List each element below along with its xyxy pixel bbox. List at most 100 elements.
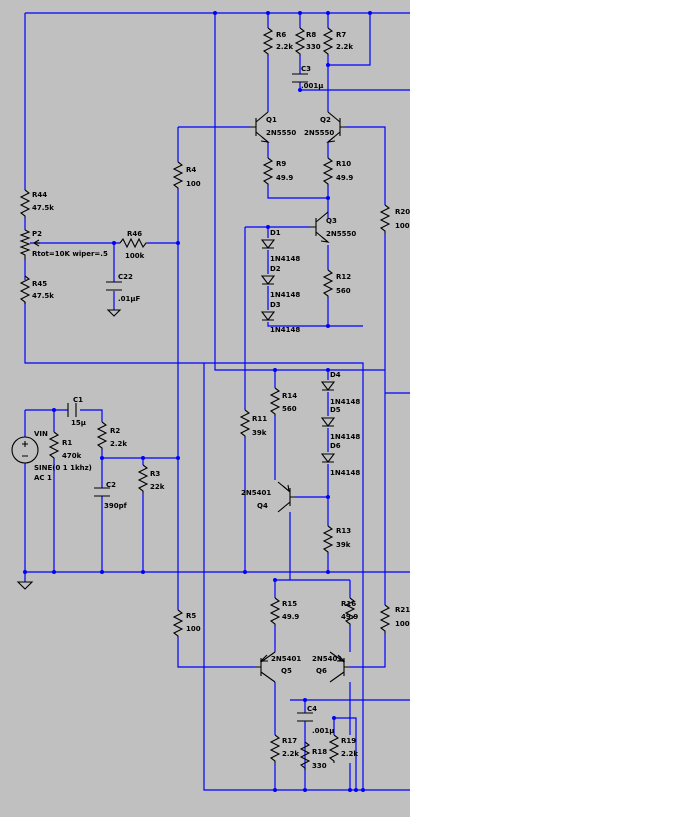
c22-value: .01µF [118,295,141,303]
r46-name: R46 [127,230,142,238]
d5-name: D5 [330,406,341,414]
c4-name: C4 [307,705,317,713]
vin-extra: AC 1 [34,474,52,482]
resistor-r18: R18 330 [299,741,327,770]
resistor-r8: R8 330 [294,27,321,56]
r19-name: R19 [341,737,356,745]
resistor-r14: R14 560 [269,387,297,416]
r44-name: R44 [32,191,47,199]
r2-name: R2 [110,427,120,435]
transistor-q2: Q2 2N5550 [304,111,345,143]
resistor-r44: R44 47.5k [19,189,54,218]
r4-name: R4 [186,166,196,174]
capacitor-c3: C3 .001µ [292,65,323,90]
resistor-r21: R21 100 [379,604,410,633]
d6-name: D6 [330,442,341,450]
d5-value: 1N4148 [330,433,360,441]
resistor-r46: R46 100k [119,230,148,260]
d4-value: 1N4148 [330,398,360,406]
r12-name: R12 [336,273,351,281]
transistor-q5: 2N5401 Q5 [255,651,301,683]
q3-value: 2N5550 [326,230,356,238]
diode-d4: D4 1N4148 [320,371,360,406]
c1-name: C1 [73,396,83,404]
r14-name: R14 [282,392,297,400]
resistor-r9: R9 49.9 [262,157,293,186]
q6-value: 2N5401 [312,655,342,663]
r15-name: R15 [282,600,297,608]
r14-value: 560 [282,405,297,413]
r11-name: R11 [252,415,267,423]
r20-name: R20 [395,208,410,216]
resistor-r10: R10 49.9 [322,157,353,186]
transistor-q1: Q1 2N5550 [250,111,296,143]
q4-name: Q4 [257,502,268,510]
r17-value: 2.2k [282,750,299,758]
r20-value: 100 [395,222,410,230]
r6-name: R6 [276,31,286,39]
potentiometer-p2: P2 Rtot=10K wiper=.5 [19,229,108,260]
resistor-r5: R5 100 [172,609,201,638]
capacitor-c4: C4 .001µ [297,705,334,735]
q2-name: Q2 [320,116,331,124]
r8-value: 330 [306,43,321,51]
p2-value: Rtot=10K wiper=.5 [32,250,108,258]
resistor-r11: R11 39k [239,409,267,438]
r7-name: R7 [336,31,346,39]
c1-value: 15µ [71,419,86,427]
d4-name: D4 [330,371,341,379]
r11-value: 39k [252,429,267,437]
q5-name: Q5 [281,667,292,675]
c2-value: 390pf [104,502,128,510]
diode-d6: D6 1N4148 [320,442,360,477]
r10-name: R10 [336,160,351,168]
vin-value: SINE(0 1 1khz) [34,464,92,472]
resistor-r2: R2 2.2k [96,421,127,450]
resistor-r13: R13 39k [322,525,351,554]
q5-value: 2N5401 [271,655,301,663]
r21-value: 100 [395,620,410,628]
c3-name: C3 [301,65,311,73]
r3-name: R3 [150,470,160,478]
resistor-r7: R7 2.2k [322,27,353,56]
r12-value: 560 [336,287,351,295]
d2-value: 1N4148 [270,291,300,299]
d2-name: D2 [270,265,281,273]
q4-value: 2N5401 [241,489,271,497]
capacitor-c2: C2 390pf [94,481,128,510]
resistor-r12: R12 560 [322,269,351,298]
r4-value: 100 [186,180,201,188]
r18-name: R18 [312,748,327,756]
r16-value: 49.9 [341,613,358,621]
r8-name: R8 [306,31,316,39]
r2-value: 2.2k [110,440,127,448]
r13-value: 39k [336,541,351,549]
resistor-r4: R4 100 [172,161,201,190]
diode-d3: D3 1N4148 [260,301,300,334]
diode-d2: D2 1N4148 [260,265,300,299]
c3-value: .001µ [301,82,323,90]
r3-value: 22k [150,483,165,491]
wires [24,12,410,791]
r19-value: 2.2k [341,750,358,758]
q1-value: 2N5550 [266,129,296,137]
transistor-q3: Q3 2N5550 [310,211,356,243]
q6-name: Q6 [316,667,327,675]
resistor-r16: R16 49.9 [341,597,358,626]
r46-value: 100k [125,252,145,260]
transistor-q4: 2N5401 Q4 [241,481,295,513]
r5-value: 100 [186,625,201,633]
right-margin [410,0,700,817]
c22-name: C22 [118,273,133,281]
r9-value: 49.9 [276,174,293,182]
diode-d5: D5 1N4148 [320,406,360,441]
resistor-r6: R6 2.2k [262,27,293,56]
resistor-r45: R45 47.5k [19,275,54,304]
d3-name: D3 [270,301,281,309]
r44-value: 47.5k [32,204,54,212]
diode-d1: D1 1N4148 [260,229,300,263]
resistor-r17: R17 2.2k [269,734,299,763]
resistor-r15: R15 49.9 [269,597,299,626]
r18-value: 330 [312,762,327,770]
